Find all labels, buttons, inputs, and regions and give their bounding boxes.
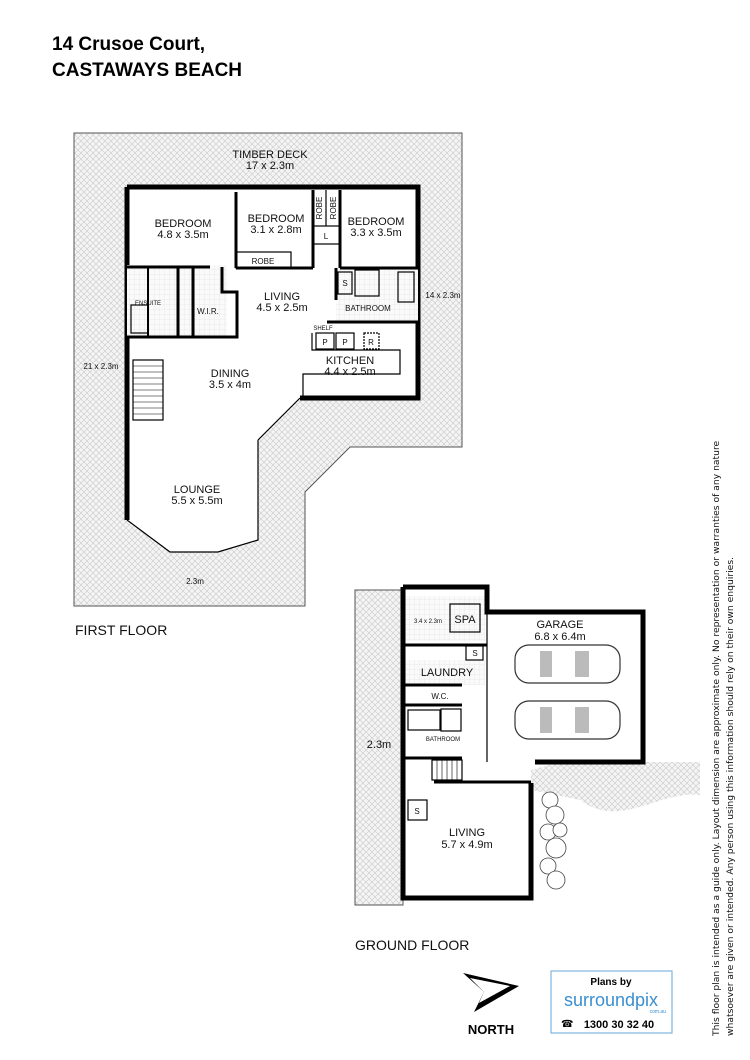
stairs [431, 759, 463, 781]
room-size: 4.8 x 3.5m [157, 229, 208, 241]
ensuite-label: ENSUITE [135, 301, 161, 307]
shower-label: S [342, 279, 347, 288]
wc-label: W.C. [431, 692, 448, 701]
stairs [132, 359, 164, 421]
ground-floor-label: GROUND FLOOR [355, 937, 469, 953]
timber-deck-label: TIMBER DECK [232, 149, 308, 161]
pantry-label: P [322, 338, 327, 347]
room-size: 4.4 x 2.5m [324, 366, 375, 378]
disclaimer-line-1: This floor plan is intended as a guide o… [711, 440, 722, 1037]
north-label: NORTH [468, 1022, 514, 1037]
address-line-1: 14 Crusoe Court, [52, 34, 205, 55]
garden-shrubs [539, 791, 568, 890]
linen-label: L [324, 232, 329, 241]
room-size: 3.1 x 2.8m [250, 224, 301, 236]
first-floor-plan: TIMBER DECK 17 x 2.3m BEDROOM 4.8 x 3.5m… [73, 132, 463, 638]
phone-number: 1300 30 32 40 [584, 1019, 654, 1031]
first-floor-label: FIRST FLOOR [75, 622, 167, 638]
fridge-label: R [368, 338, 374, 347]
room-name: BEDROOM [348, 216, 405, 228]
surroundpix-logo: Plans by surroundpix com.au ☎ 1300 30 32… [550, 970, 673, 1034]
room-size: 5.5 x 5.5m [171, 495, 222, 507]
side-deck [354, 589, 404, 906]
room-size: 3.3 x 3.5m [350, 227, 401, 239]
bathroom-label: BATHROOM [426, 737, 460, 743]
wir-label: W.I.R. [197, 307, 219, 316]
plans-by: Plans by [590, 977, 632, 988]
room-size: 3.5 x 4m [209, 379, 251, 391]
garage-size: 6.8 x 6.4m [534, 631, 585, 643]
deck-dim: 2.3m [367, 739, 391, 751]
robe-label: ROBE [329, 197, 338, 220]
ground-floor-plan: 3.4 x 2.3m SPA GARAGE 6.8 x 6.4m S LAUND… [354, 584, 700, 953]
pantry-label: P [342, 338, 347, 347]
brand-name: surroundpix [564, 990, 658, 1010]
spa-label: SPA [454, 614, 476, 626]
bathroom-label: BATHROOM [345, 304, 391, 313]
phone-icon: ☎ [561, 1019, 573, 1030]
garage-label: GARAGE [536, 619, 583, 631]
brand-domain: com.au [650, 1009, 667, 1015]
disclaimer-line-2: whatsoever are given or intended. Any pe… [725, 557, 736, 1036]
living-label: LIVING [449, 827, 485, 839]
garden-path [531, 762, 700, 812]
room-size: 4.5 x 2.5m [256, 302, 307, 314]
deck-dim-west: 21 x 2.3m [83, 362, 118, 371]
room-name: BEDROOM [155, 218, 212, 230]
north-compass: NORTH [463, 973, 519, 1037]
room-name: LIVING [264, 291, 300, 303]
robe-label: ROBE [315, 197, 324, 220]
car-icon [514, 644, 621, 684]
room-name: DINING [211, 368, 250, 380]
robe-label: ROBE [252, 257, 275, 266]
shelf-label: SHELF [313, 326, 333, 332]
address-line-2: CASTAWAYS BEACH [52, 60, 242, 81]
spa-size: 3.4 x 2.3m [414, 619, 442, 625]
shower-label: S [472, 649, 477, 658]
room-name: BEDROOM [248, 213, 305, 225]
room-name: LOUNGE [174, 484, 220, 496]
living-size: 5.7 x 4.9m [441, 839, 492, 851]
timber-deck-size: 17 x 2.3m [246, 160, 294, 172]
deck-dim-south: 2.3m [186, 577, 204, 586]
laundry-label: LAUNDRY [421, 667, 474, 679]
room-name: KITCHEN [326, 355, 374, 367]
deck-dim-east: 14 x 2.3m [425, 291, 460, 300]
car-icon [514, 700, 621, 740]
shower-label: S [414, 807, 419, 816]
